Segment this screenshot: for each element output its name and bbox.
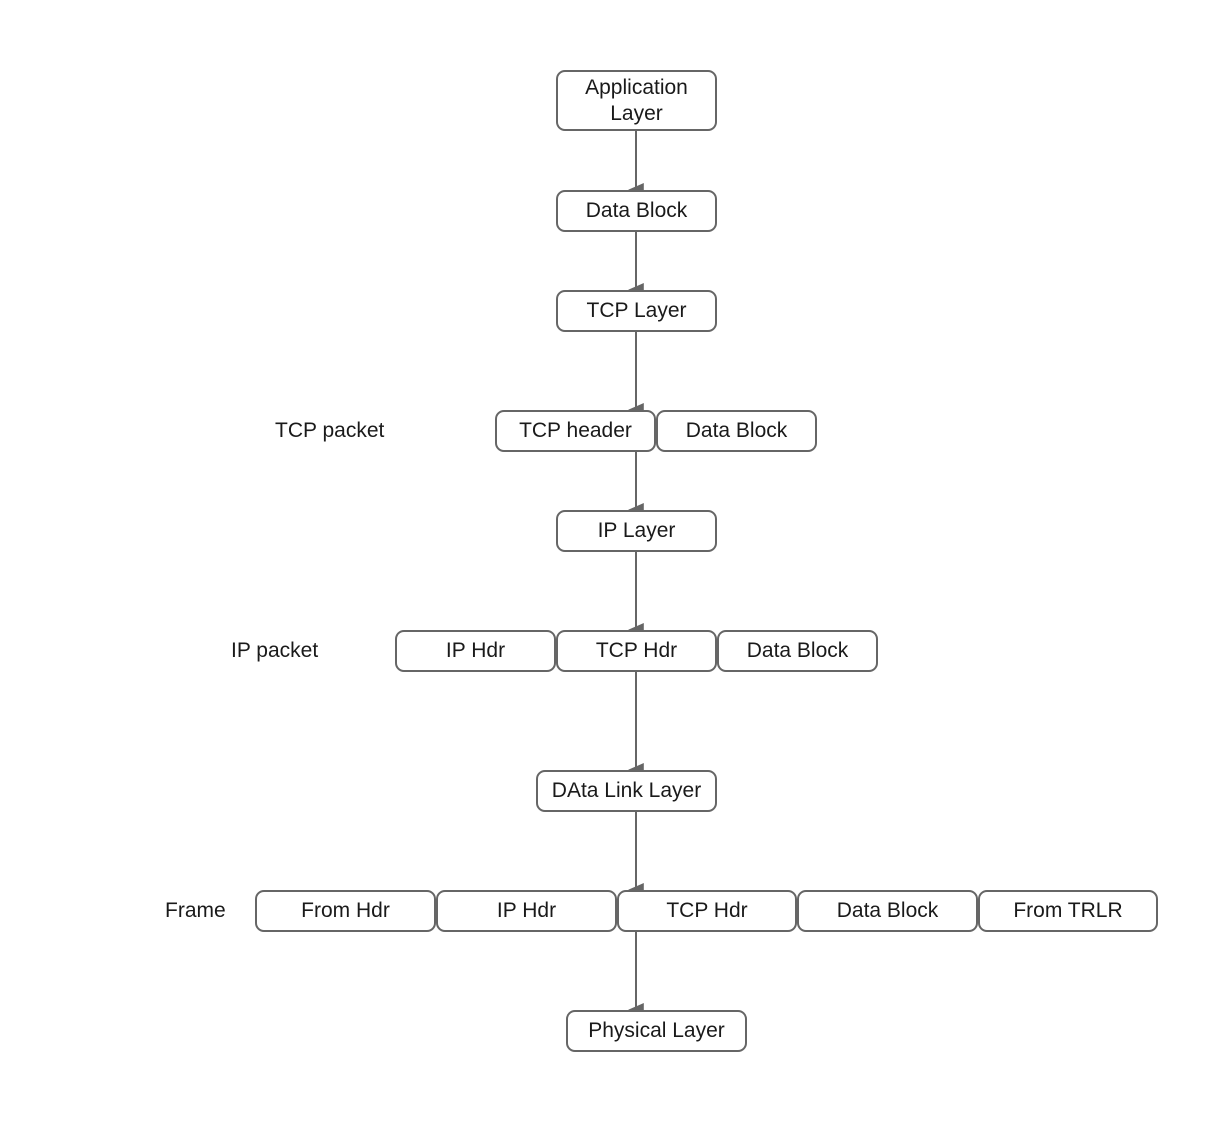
segment-ip-tcp-hdr[interactable]: TCP Hdr [556,630,717,672]
row-label-frame: Frame [165,899,226,922]
row-label-tcp-packet: TCP packet [275,419,385,442]
row-label-ip-packet: IP packet [231,639,319,662]
node-physical-layer[interactable]: Physical Layer [566,1010,747,1052]
node-data-link-layer[interactable]: DAta Link Layer [536,770,717,812]
segment-frame-data-block[interactable]: Data Block [797,890,978,932]
node-ip-layer[interactable]: IP Layer [556,510,717,552]
node-tcp-layer[interactable]: TCP Layer [556,290,717,332]
segment-frame-from-hdr[interactable]: From Hdr [255,890,436,932]
segment-ip-hdr[interactable]: IP Hdr [395,630,556,672]
node-application-layer[interactable]: Application Layer [556,70,717,131]
segment-frame-ip-hdr[interactable]: IP Hdr [436,890,617,932]
segment-ip-data-block[interactable]: Data Block [717,630,878,672]
segment-frame-tcp-hdr[interactable]: TCP Hdr [617,890,797,932]
node-data-block-1[interactable]: Data Block [556,190,717,232]
segment-tcp-data-block[interactable]: Data Block [656,410,817,452]
segment-frame-from-trlr[interactable]: From TRLR [978,890,1158,932]
segment-tcp-header[interactable]: TCP header [495,410,656,452]
